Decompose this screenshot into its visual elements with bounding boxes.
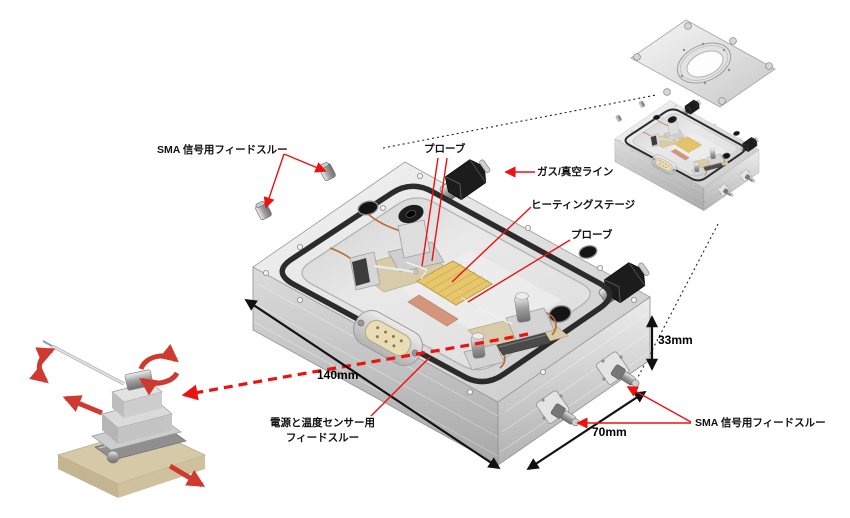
label-power-temp-line2: フィードスルー: [285, 432, 360, 444]
tilt-motion-arrow: [29, 347, 56, 384]
chamber-inset-small: [613, 96, 762, 212]
sma-feedthrough-front-2: [596, 351, 640, 388]
sma-feedthrough-stub-2: [255, 200, 272, 220]
probe-positioner-inset: [29, 340, 207, 498]
probe-positioner-left: [349, 251, 419, 291]
label-power-temp-feedthrough: 電源と温度センサー用 フィードスルー: [250, 416, 395, 446]
floor-port-hole: [548, 305, 572, 323]
dimension-arrows: [244, 298, 659, 470]
dimension-arrow-140mm: [244, 298, 501, 470]
label-probe-right: プローブ: [571, 229, 613, 241]
probe-positioner-back: [387, 204, 445, 280]
adjust-knob: [106, 450, 120, 464]
label-sma-feedthrough-top: SMA 信号用フィードスルー: [157, 144, 288, 156]
lid-window: [686, 50, 724, 78]
annotation-leaders: [263, 153, 692, 429]
label-gas-vacuum-line: ガス/真空ライン: [537, 166, 614, 178]
stage-rail: [496, 332, 552, 356]
dimension-arrow-70mm: [526, 391, 647, 470]
label-dimension-70mm: 70mm: [592, 425, 627, 439]
floor-port-hole: [357, 200, 379, 216]
rotate-motion-arrow: [139, 371, 180, 396]
label-probe-top: プローブ: [424, 143, 466, 155]
label-sma-feedthrough-bottom: SMA 信号用フィードスルー: [695, 417, 826, 429]
lid-screw-studs: [633, 22, 773, 105]
label-dimension-33mm: 33mm: [658, 333, 693, 347]
floor-port-hole: [578, 245, 598, 259]
label-dimension-140mm: 140mm: [317, 368, 359, 382]
rotate-motion-arrow: [138, 343, 179, 371]
label-power-temp-line1: 電源と温度センサー用: [270, 417, 375, 429]
exploded-view-dotted-lines: [382, 94, 719, 378]
slide-motion-arrow: [168, 463, 206, 488]
sma-feedthrough-stub-1: [319, 161, 336, 181]
probe-needle: [42, 340, 53, 347]
chamber-lid-inset: [630, 19, 776, 108]
slide-motion-arrow: [62, 395, 103, 416]
label-heating-stage: ヒーティングステージ: [531, 199, 636, 211]
